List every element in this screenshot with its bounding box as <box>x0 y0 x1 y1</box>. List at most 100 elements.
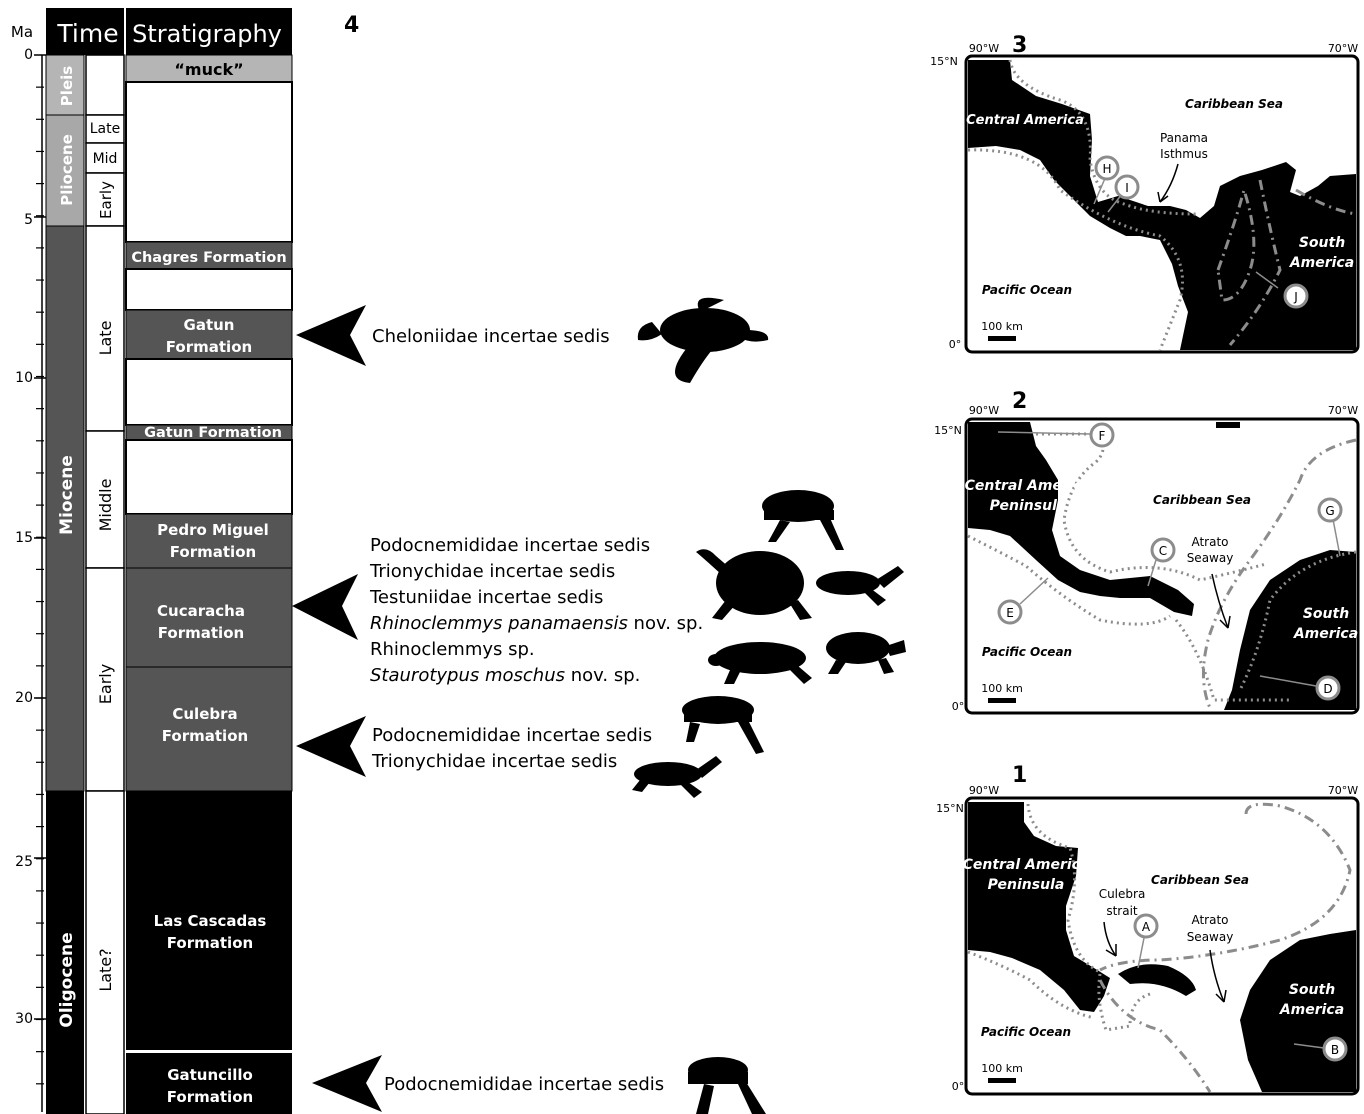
taxon-cucaracha-4: Rhinoclemmys panamaensis nov. sp. <box>370 613 703 634</box>
stratigraphy-header-box <box>126 8 292 55</box>
subdivision-plio-mid <box>85 142 125 174</box>
map-2-seaway-2: Seaway <box>1187 551 1234 565</box>
staurotypus-silhouette <box>826 632 906 674</box>
subdivision-pleis <box>85 54 125 116</box>
map-2-central-america-1: Central America <box>965 478 1092 494</box>
taxon-gatuncillo: Podocnemididae incertae sedis <box>384 1074 664 1095</box>
svg-text:B: B <box>1331 1043 1339 1057</box>
taxa-lists: Cheloniidae incertae sedis Podocnemidida… <box>369 326 703 1095</box>
podocnemidid-turtle-silhouette-2 <box>682 696 764 754</box>
age-label-0: 0 <box>24 47 33 63</box>
map-1-south-1: South <box>1289 982 1335 998</box>
age-label-10: 10 <box>15 370 33 386</box>
subdivision-mio-middle <box>85 430 125 569</box>
map-2-marker-g <box>1317 497 1343 523</box>
taxon-culebra-1: Podocnemididae incertae sedis <box>372 725 652 746</box>
taxon-culebra-2: Trionychidae incertae sedis <box>371 751 617 772</box>
unit-pedro-miguel <box>125 513 293 569</box>
subdivision-label-mio-late: Late <box>96 321 115 356</box>
map-2-central-america-landmass <box>968 422 1194 616</box>
svg-text:H: H <box>1102 162 1111 176</box>
subdivision-label-plio-mid: Mid <box>93 151 118 167</box>
map-3-isthmus-1: Panama <box>1160 131 1208 145</box>
map-3-coastline-south <box>967 148 1184 351</box>
map-3-scale-bar <box>988 336 1016 341</box>
map-3-south-1: South <box>1299 235 1345 251</box>
arrow-culebra <box>296 716 366 777</box>
map-2-lat-top: 15°N <box>934 424 962 437</box>
map-1-central-america-1: Central America <box>963 857 1090 873</box>
time-header: Time <box>56 19 118 48</box>
epoch-pleistocene <box>45 54 85 116</box>
age-label-5: 5 <box>24 212 33 228</box>
epoch-pliocene <box>45 114 85 227</box>
map-2-marker-d <box>1315 675 1341 701</box>
stratigraphy-header: Stratigraphy <box>132 20 282 48</box>
map-1-south-2: America <box>1279 1002 1344 1018</box>
unit-label-cascadas-1: Las Cascadas <box>154 912 267 930</box>
rhinoclemmys-silhouette-1 <box>708 642 812 684</box>
unit-las-cascadas <box>126 791 292 1050</box>
epoch-label-miocene: Miocene <box>57 455 77 535</box>
unit-gatuncillo <box>126 1053 292 1114</box>
map-2-caribbean: Caribbean Sea <box>1153 493 1251 507</box>
map-3-central-america: Central America <box>966 113 1084 128</box>
map-3-number: 3 <box>1012 33 1027 58</box>
podocnemidid-turtle-silhouette-1 <box>762 490 844 550</box>
map-2-seaway-1: Atrato <box>1191 535 1228 549</box>
map-2-number: 2 <box>1012 389 1027 414</box>
taxon-cucaracha-5: Rhinoclemmys sp. <box>370 639 535 660</box>
map-2-scale-label: 100 km <box>981 682 1023 695</box>
taxon-cucaracha-1: Podocnemididae incertae sedis <box>370 535 650 556</box>
map-1-marker-b <box>1322 1036 1348 1062</box>
subdivision-label-plio-early: Early <box>97 181 115 219</box>
unit-label-gatuncillo-2: Formation <box>167 1088 253 1106</box>
age-tick-labels: 0 5 10 15 20 25 30 <box>15 47 46 1027</box>
map-1: 1 90°W 70°W 15°N 0° Central America Peni… <box>936 763 1360 1096</box>
map-1-pacific: Pacific Ocean <box>981 1025 1071 1039</box>
map-2-lon-left: 90°W <box>969 404 999 417</box>
subdivision-plio-late <box>85 114 125 144</box>
trionychid-turtle-silhouette-2 <box>632 756 722 798</box>
map-3-marker-i <box>1114 174 1140 200</box>
unit-label-gatun-upper-2: Formation <box>166 338 252 356</box>
map-3-lon-left: 90°W <box>969 42 999 55</box>
unit-label-pedro-1: Pedro Miguel <box>157 521 269 539</box>
map-1-central-america-2: Peninsula <box>988 877 1065 893</box>
svg-text:D: D <box>1323 682 1332 696</box>
unit-label-gatuncillo-1: Gatuncillo <box>167 1066 253 1084</box>
unit-gap-4 <box>125 439 293 515</box>
map-1-seaway-outline <box>1099 802 1352 972</box>
svg-text:F: F <box>1099 429 1106 443</box>
taxon-cucaracha-6: Staurotypus moschus nov. sp. <box>370 665 640 686</box>
arrow-gatun <box>296 305 366 366</box>
map-1-strait-2: strait <box>1106 904 1138 918</box>
sea-turtle-silhouette <box>637 297 769 383</box>
unit-cucaracha <box>125 567 293 668</box>
svg-text:J: J <box>1293 290 1298 304</box>
map-2-central-america-2: Peninsula <box>990 498 1067 514</box>
map-1-lon-left: 90°W <box>969 784 999 797</box>
age-label-25: 25 <box>15 854 33 870</box>
unit-label-culebra-1: Culebra <box>172 705 237 723</box>
map-1-seaway-2: Seaway <box>1187 930 1234 944</box>
panel-number-4: 4 <box>344 13 359 38</box>
subdivision-plio-early <box>85 172 125 227</box>
map-2-marker-c <box>1150 537 1176 563</box>
unit-gap-3 <box>125 358 293 426</box>
map-3-lat-top: 15°N <box>930 55 958 68</box>
unit-label-muck: “muck” <box>174 60 243 79</box>
svg-text:I: I <box>1125 181 1129 195</box>
map-3-lon-right: 70°W <box>1328 42 1358 55</box>
map-1-seaway-1: Atrato <box>1191 913 1228 927</box>
stratigraphic-column: Ma Time Stratigraphy 0 5 10 15 20 25 30 … <box>11 8 293 1114</box>
map-3-south-2: America <box>1289 255 1354 271</box>
subdivision-label-oligo-late: Late? <box>96 948 115 991</box>
podocnemidid-turtle-silhouette-3 <box>688 1057 766 1114</box>
map-2-scale-bar <box>988 698 1016 703</box>
unit-muck <box>125 54 293 83</box>
unit-label-cucaracha-2: Formation <box>158 624 244 642</box>
map-1-scale-bar <box>988 1078 1016 1083</box>
map-2-lat-bottom: 0° <box>952 700 965 713</box>
